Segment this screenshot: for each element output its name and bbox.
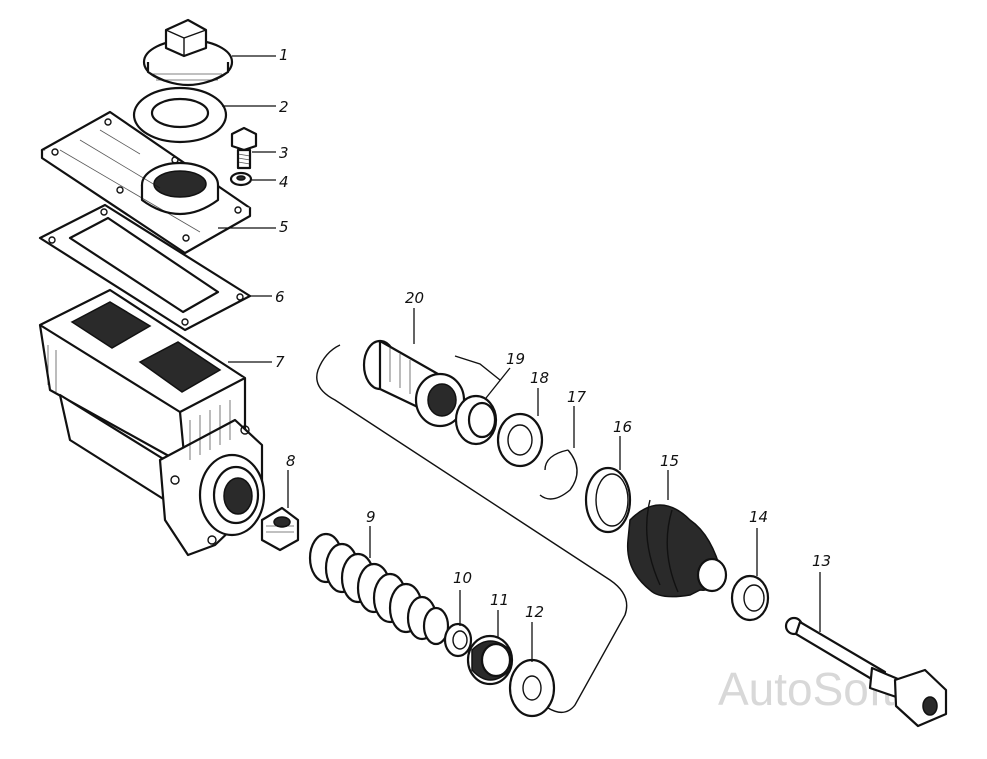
filler-cap: [142, 18, 234, 87]
label-10: 10: [453, 569, 472, 587]
label-16: 16: [613, 418, 632, 436]
label-5: 5: [279, 218, 289, 236]
label-7: 7: [275, 353, 285, 371]
label-15: 15: [660, 452, 679, 470]
snap-ring: [539, 449, 578, 500]
assembly-bracket: [316, 344, 628, 713]
return-spring: [308, 532, 450, 646]
label-12: 12: [525, 603, 544, 621]
label-8: 8: [286, 452, 296, 470]
piston-cup: [466, 634, 514, 686]
label-19: 19: [506, 350, 525, 368]
push-rod: [784, 616, 948, 728]
piston: [362, 339, 466, 428]
washer: [229, 171, 253, 187]
stop-washer: [496, 412, 544, 468]
label-6: 6: [275, 288, 285, 306]
label-14: 14: [749, 508, 768, 526]
check-valve: [260, 506, 300, 552]
rod-sleeve: [730, 574, 770, 622]
label-18: 18: [530, 369, 549, 387]
flat-washer: [508, 658, 556, 718]
callouts: 1 2 3 4 5 6 7 8 9 10 11 12 13 14 15 16 1: [218, 46, 831, 662]
cap-gasket: [132, 86, 228, 144]
label-1: 1: [279, 46, 289, 64]
label-11: 11: [490, 591, 509, 609]
piston-seal: [454, 394, 498, 446]
cylinder-body: [38, 288, 266, 557]
label-2: 2: [279, 98, 289, 116]
boot-ring: [584, 466, 632, 534]
label-13: 13: [812, 552, 831, 570]
assembly-bracket-inner: [454, 355, 501, 381]
reservoir-cover: [40, 110, 252, 255]
label-20: 20: [405, 289, 424, 307]
bolt: [230, 126, 258, 170]
label-17: 17: [567, 388, 587, 406]
rubber-boot: [626, 499, 728, 598]
label-4: 4: [279, 173, 289, 191]
label-3: 3: [279, 144, 289, 162]
spring-seat: [443, 622, 473, 658]
label-9: 9: [366, 508, 376, 526]
